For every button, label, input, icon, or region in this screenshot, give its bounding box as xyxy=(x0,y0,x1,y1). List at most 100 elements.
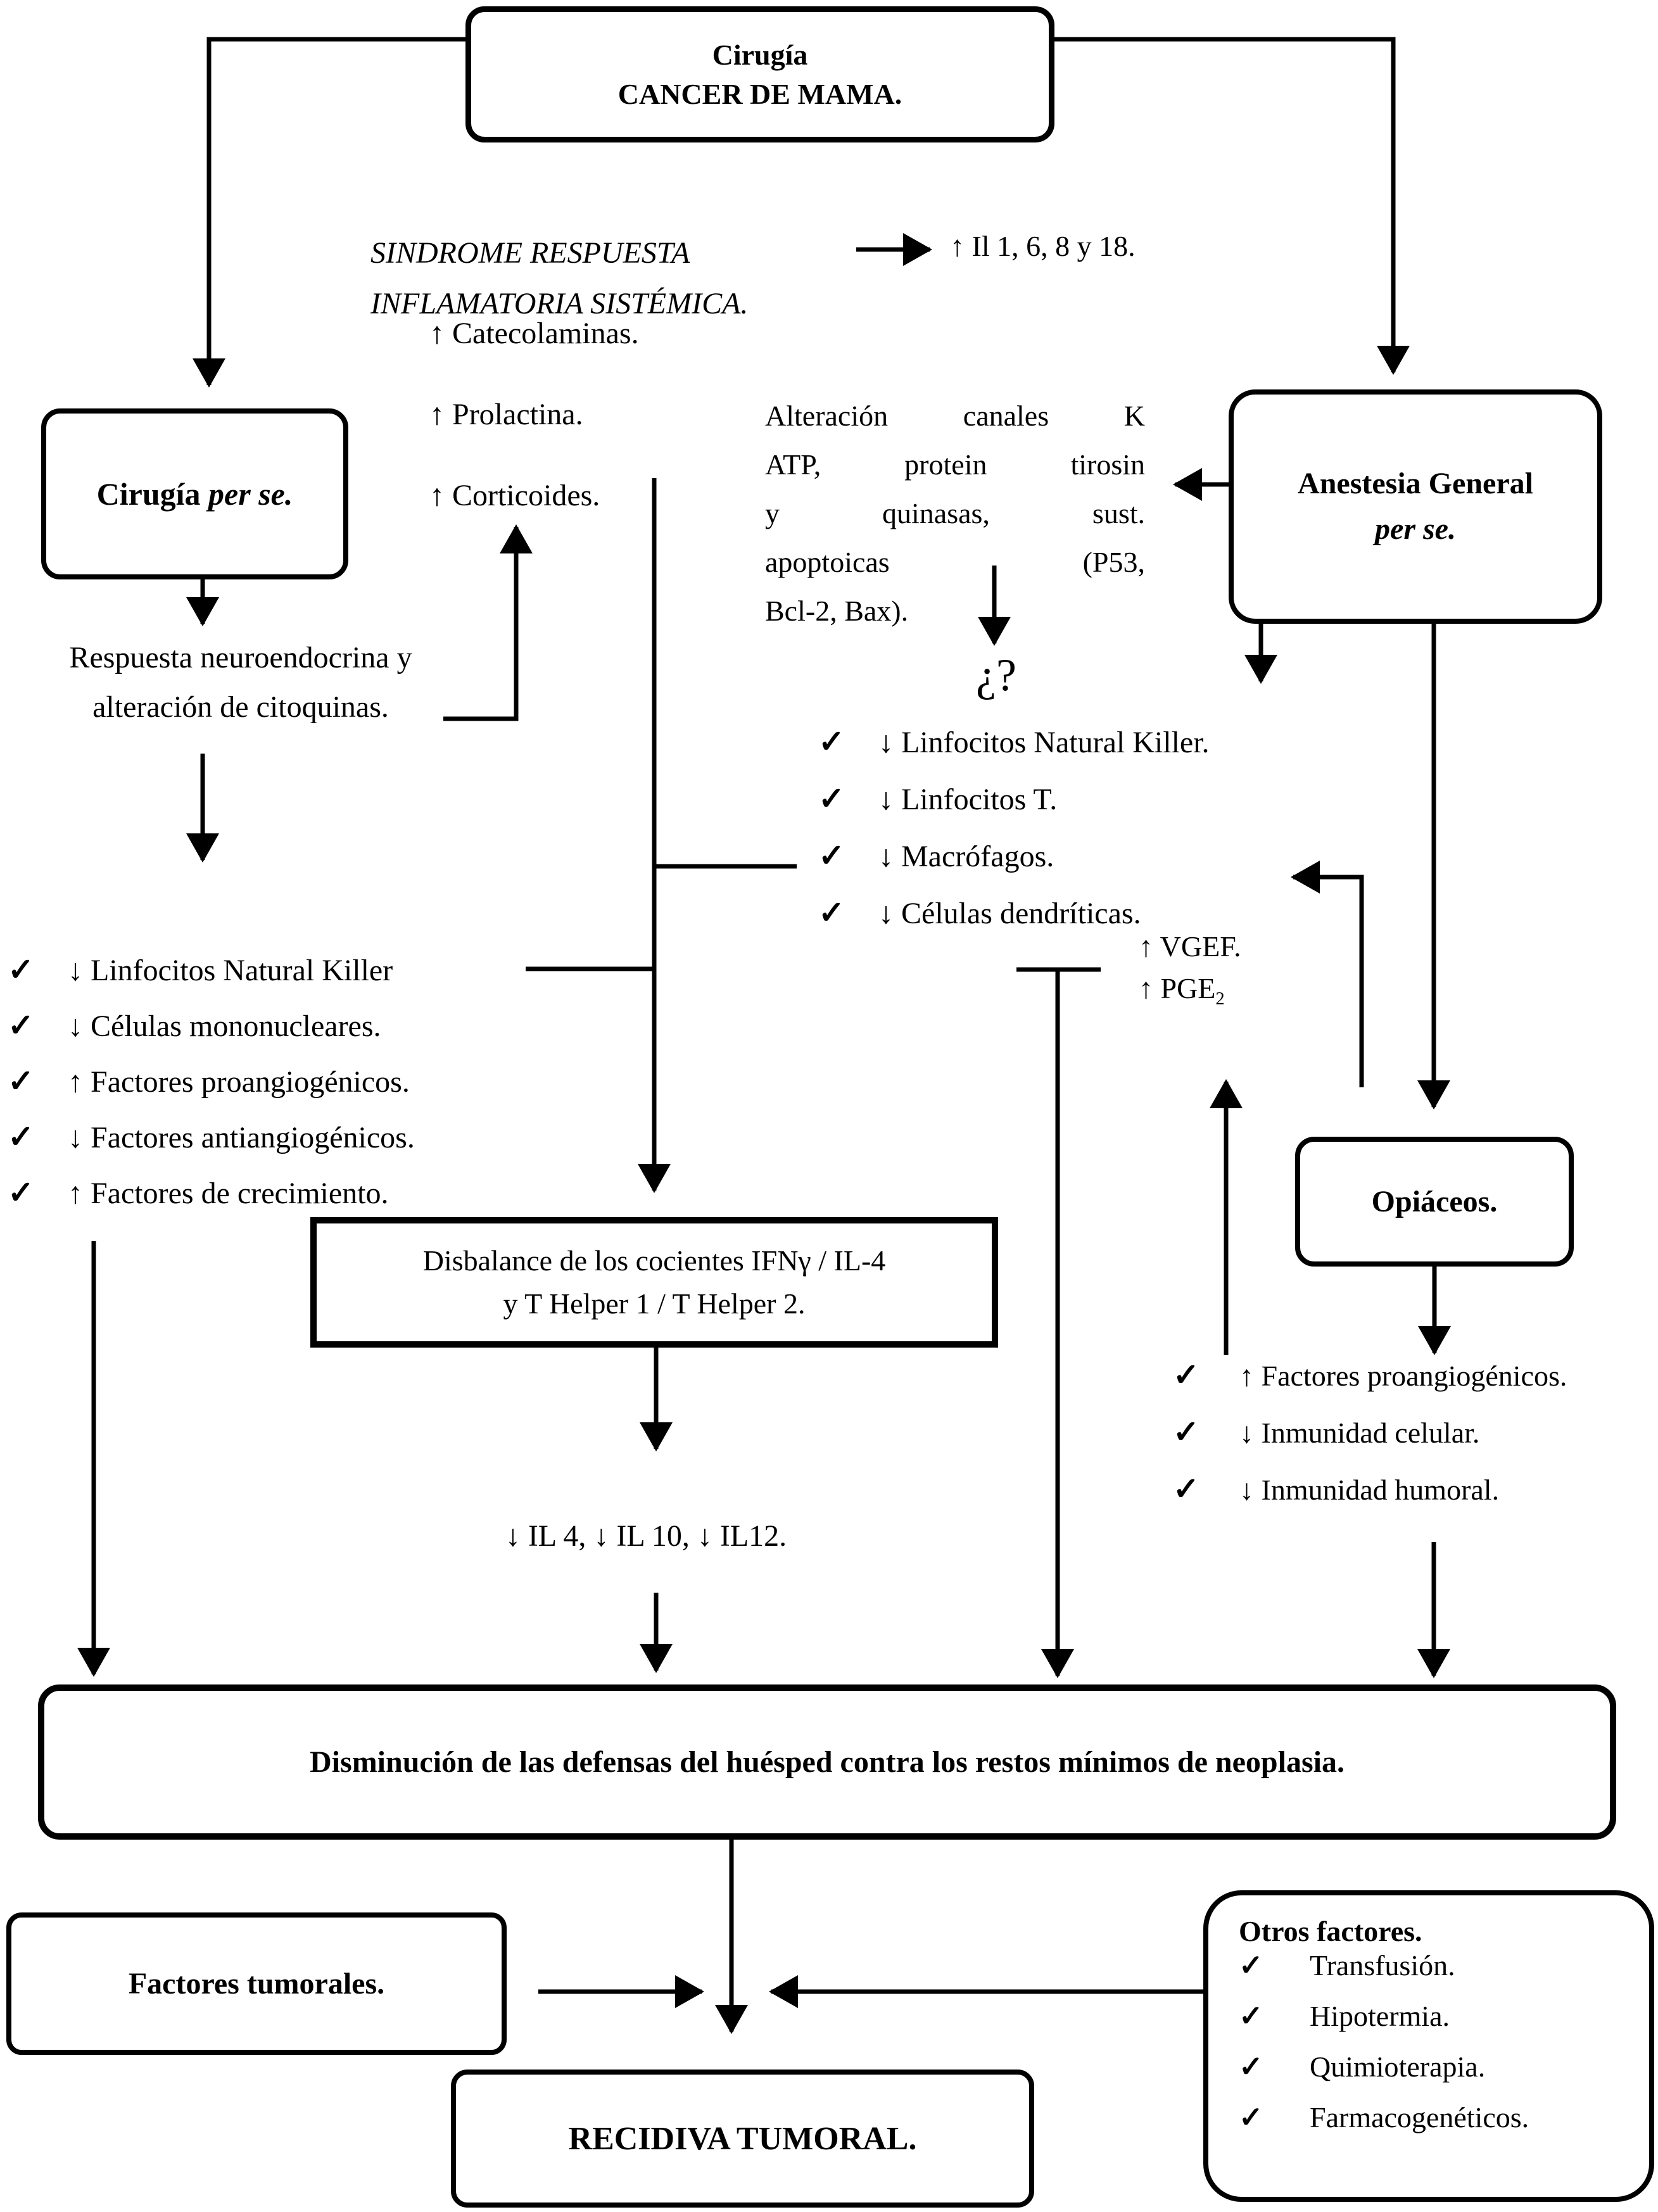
item-label: Quimioterapia. xyxy=(1310,2051,1486,2083)
item-label: ↓ Linfocitos Natural Killer. xyxy=(878,726,1210,759)
check-icon: ✓ xyxy=(8,1063,34,1099)
checklist-item: ✓ ↓ Linfocitos Natural Killer. xyxy=(818,723,1210,780)
check-icon: ✓ xyxy=(1239,2000,1263,2032)
edge-top-to-anestesia xyxy=(1054,37,1410,375)
surgery-checklist: ✓ ↓ Linfocitos Natural Killer ✓ ↓ Célula… xyxy=(8,951,415,1230)
sirs-item: ↑ Corticoides. xyxy=(429,478,600,512)
sirs-interleukins: ↑ Il 1, 6, 8 y 18. xyxy=(950,230,1136,262)
checklist-item: ✓ ↓ Macrófagos. xyxy=(818,837,1210,894)
item-label: ↑ Factores proangiogénicos. xyxy=(1239,1360,1567,1392)
item-label: ↓ Células dendríticas. xyxy=(878,897,1141,930)
edge-opiaceos-to-list xyxy=(1291,861,1364,1087)
checklist-item: ✓ ↓ Inmunidad celular. xyxy=(1173,1413,1567,1470)
disbalance-line2: y T Helper 1 / T Helper 2. xyxy=(503,1287,806,1320)
check-icon: ✓ xyxy=(8,1175,34,1210)
checklist-item: ✓ Hipotermia. xyxy=(1239,1999,1450,2049)
pge2-label: ↑ PGE2 xyxy=(1139,968,1241,1020)
item-label: Hipotermia. xyxy=(1310,2000,1450,2032)
sirs-line1: SINDROME RESPUESTA xyxy=(370,236,690,270)
alteracion-text: Alteración canales K ATP, protein tirosi… xyxy=(765,391,1145,635)
sirs-hormone-list: ↑ Catecolaminas. ↑ Prolactina. ↑ Cortico… xyxy=(429,293,639,536)
box-title-line2: CANCER DE MAMA. xyxy=(617,77,902,110)
box-recidiva-tumoral: RECIDIVA TUMORAL. xyxy=(451,2070,1034,2208)
check-icon: ✓ xyxy=(8,1008,34,1043)
checklist-item: ✓ ↓ Linfocitos Natural Killer xyxy=(8,951,415,1007)
check-icon: ✓ xyxy=(818,724,845,759)
checklist-item: ✓ Farmacogenéticos. xyxy=(1239,2100,1529,2151)
alteracion-line: Alteración canales K xyxy=(765,400,1145,432)
checklist-item: ✓ ↑ Factores proangiogénicos. xyxy=(8,1063,415,1118)
pge-text: ↑ PGE xyxy=(1139,972,1216,1004)
checklist-item: ✓ Transfusión. xyxy=(1239,1948,1455,1999)
check-icon: ✓ xyxy=(8,952,34,987)
checklist-item: ✓ ↑ Factores proangiogénicos. xyxy=(1173,1356,1567,1413)
opiaceos-checklist: ✓ ↑ Factores proangiogénicos. ✓ ↓ Inmuni… xyxy=(1173,1356,1567,1527)
pge-sub: 2 xyxy=(1215,989,1225,1009)
sirs-line2: INFLAMATORIA SISTÉMICA. xyxy=(370,287,749,320)
box-label: Cirugía per se. xyxy=(97,476,293,512)
checklist-item: ✓ ↓ Linfocitos T. xyxy=(818,780,1210,837)
item-label: Farmacogenéticos. xyxy=(1310,2101,1529,2133)
respuesta-line2: alteración de citoquinas. xyxy=(92,690,389,724)
box-label: RECIDIVA TUMORAL. xyxy=(568,2120,917,2157)
check-icon: ✓ xyxy=(1173,1414,1199,1450)
item-label: ↓ Factores antiangiogénicos. xyxy=(68,1121,415,1154)
checklist-item: ✓ ↓ Células dendríticas. xyxy=(818,894,1210,951)
check-icon: ✓ xyxy=(8,1119,34,1154)
box-cirugia-per-se: Cirugía per se. xyxy=(41,408,348,579)
checklist-item: ✓ ↓ Factores antiangiogénicos. xyxy=(8,1118,415,1174)
respuesta-text: Respuesta neuroendocrina y alteración de… xyxy=(19,633,462,732)
item-label: ↓ Linfocitos Natural Killer xyxy=(68,954,393,987)
box-label: Opiáceos. xyxy=(1371,1185,1498,1218)
edge-top-to-cirugia xyxy=(193,37,465,388)
box-factores-tumorales: Factores tumorales. xyxy=(6,1912,507,2055)
box-cirugia-cancer-mama: Cirugía CANCER DE MAMA. xyxy=(465,6,1054,142)
vgef-label: ↑ VGEF. xyxy=(1139,930,1241,963)
checklist-item: ✓ ↑ Factores de crecimiento. xyxy=(8,1174,415,1230)
alteracion-line: y quinasas, sust. xyxy=(765,497,1145,529)
immune-checklist: ✓ ↓ Linfocitos Natural Killer. ✓ ↓ Linfo… xyxy=(818,723,1210,951)
item-label: ↑ Factores de crecimiento. xyxy=(68,1177,389,1210)
check-icon: ✓ xyxy=(1239,1949,1263,1981)
alteracion-line: apoptoicas (P53, xyxy=(765,546,1145,578)
box-label: Disminución de las defensas del huésped … xyxy=(310,1745,1345,1779)
otros-title: Otros factores. xyxy=(1239,1915,1422,1947)
item-label: ↓ Células mononucleares. xyxy=(68,1009,381,1043)
box-disbalance: Disbalance de los cocientes IFNγ / IL-4 … xyxy=(310,1217,998,1348)
check-icon: ✓ xyxy=(818,781,845,816)
checklist-item: ✓ Quimioterapia. xyxy=(1239,2049,1485,2100)
box-otros-factores: Otros factores. ✓ Transfusión. ✓ Hipoter… xyxy=(1203,1890,1654,2202)
label-italic: per se. xyxy=(208,476,293,512)
check-icon: ✓ xyxy=(1239,2101,1263,2133)
edge-respuesta-to-sirs xyxy=(443,524,533,721)
item-label: Transfusión. xyxy=(1310,1949,1455,1981)
sirs-item: ↑ Catecolaminas. xyxy=(429,316,639,350)
check-icon: ✓ xyxy=(818,895,845,930)
item-label: ↑ Factores proangiogénicos. xyxy=(68,1065,410,1099)
box-title-line1: Cirugía xyxy=(712,38,808,71)
item-label: ↓ Linfocitos T. xyxy=(878,783,1058,816)
checklist-item: ✓ ↓ Células mononucleares. xyxy=(8,1007,415,1063)
checklist-item: ✓ ↓ Inmunidad humoral. xyxy=(1173,1470,1567,1527)
box-opiaceos: Opiáceos. xyxy=(1295,1137,1574,1267)
item-label: ↓ Inmunidad celular. xyxy=(1239,1417,1480,1449)
alteracion-line: ATP, protein tirosin xyxy=(765,448,1145,481)
box-label-line1: Anestesia General xyxy=(1298,467,1533,500)
mediators-text: ↑ VGEF. ↑ PGE2 xyxy=(1139,926,1241,1020)
box-host-defense: Disminución de las defensas del huésped … xyxy=(38,1684,1616,1840)
box-label: Factores tumorales. xyxy=(128,1967,385,2000)
respuesta-line1: Respuesta neuroendocrina y xyxy=(69,641,412,674)
box-label-line2: per se. xyxy=(1375,512,1456,546)
check-icon: ✓ xyxy=(1173,1357,1199,1393)
question-mark: ¿? xyxy=(976,650,1016,700)
check-icon: ✓ xyxy=(1173,1471,1199,1507)
interleukin-text: ↓ IL 4, ↓ IL 10, ↓ IL12. xyxy=(505,1519,787,1553)
alteracion-line: Bcl-2, Bax). xyxy=(765,595,909,627)
box-anestesia-general: Anestesia General per se. xyxy=(1229,389,1602,624)
disbalance-line1: Disbalance de los cocientes IFNγ / IL-4 xyxy=(422,1244,886,1277)
sirs-heading: SINDROME RESPUESTA INFLAMATORIA SISTÉMIC… xyxy=(370,228,890,329)
sirs-item: ↑ Prolactina. xyxy=(429,397,583,431)
check-icon: ✓ xyxy=(818,838,845,873)
